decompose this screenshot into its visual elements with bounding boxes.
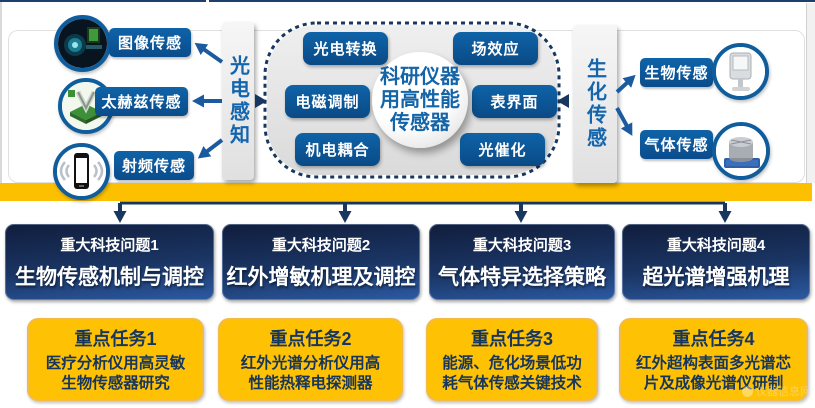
hub-biochemical-sensing-text: 生化传感 [583, 58, 606, 150]
problem-box-1: 重大科技问题1 生物传感机制与调控 [5, 224, 214, 300]
task-box-2: 重点任务2 红外光谱分析仪用高 性能热释电探测器 [218, 318, 403, 401]
task-1-line1: 医疗分析仪用高灵敏 [45, 355, 186, 372]
problem-box-3: 重大科技问题3 气体特异选择策略 [429, 224, 615, 300]
label-gas-sensing: 气体传感 [640, 130, 713, 159]
label-gas-sensing-text: 气体传感 [644, 137, 709, 154]
page-edge-left [0, 2, 2, 183]
task-4-title: 重点任务4 [672, 329, 755, 349]
center-title-ball: 科研仪器 用高性能 传感器 [372, 52, 468, 148]
hub-biochemical-sensing: 生化传感 [573, 25, 617, 183]
watermark-text: 仪器信息网 [756, 386, 811, 398]
center-title-line2: 用高性能 [380, 88, 460, 111]
problem-3-title: 重大科技问题3 [472, 236, 572, 254]
problem-2-text: 红外增敏机理及调控 [226, 265, 416, 289]
button-field-effect-text: 场效应 [471, 41, 520, 58]
task-3-title: 重点任务3 [470, 329, 553, 349]
task-box-3: 重点任务3 能源、危化场景低功 耗气体传感关键技术 [426, 318, 598, 401]
button-surface-interface: 表界面 [472, 85, 557, 118]
hub-optoelectronic-sensing: 光电感知 [222, 22, 254, 180]
problem-1-title: 重大科技问题1 [60, 236, 159, 254]
hub-optoelectronic-sensing-text: 光电感知 [226, 55, 249, 147]
button-photoelectric-conversion: 光电转换 [303, 32, 388, 65]
button-electromechanical-coupling: 机电耦合 [295, 133, 380, 166]
button-electromagnetic-modulation: 电磁调制 [285, 85, 370, 118]
task-3-line2: 耗气体传感关键技术 [442, 375, 582, 392]
task-box-4: 重点任务4 红外超构表面多光谱芯 片及成像光谱仪研制 [619, 318, 808, 401]
problem-1-text: 生物传感机制与调控 [15, 265, 204, 289]
gas-sensor-icon [712, 122, 770, 180]
task-1-title: 重点任务1 [74, 329, 157, 349]
task-4-line2: 片及成像光谱仪研制 [643, 375, 784, 392]
task-2-line1: 红外光谱分析仪用高 [240, 355, 381, 372]
problem-3-text: 气体特异选择策略 [438, 265, 606, 289]
watermark-icon [742, 385, 753, 397]
task-2-title: 重点任务2 [269, 329, 352, 349]
label-image-sensing: 图像传感 [109, 28, 191, 57]
problem-box-4: 重大科技问题4 超光谱增强机理 [622, 224, 810, 300]
button-electromechanical-coupling-text: 机电耦合 [305, 142, 370, 159]
page-edge-right-line [806, 3, 807, 183]
problem-2-title: 重大科技问题2 [271, 236, 371, 254]
watermark: 仪器信息网 [742, 383, 811, 399]
top-divider-line-right [209, 0, 815, 2]
yellow-divider-band [0, 183, 812, 201]
rf-sensor-icon [53, 143, 110, 200]
top-divider-line-left [0, 0, 206, 2]
center-title-line1: 科研仪器 [380, 65, 460, 88]
label-bio-sensing-text: 生物传感 [644, 65, 709, 82]
label-rf-sensing: 射频传感 [114, 151, 194, 180]
problem-4-title: 重大科技问题4 [666, 236, 766, 254]
button-photocatalysis-text: 光催化 [478, 142, 527, 159]
label-terahertz-sensing-text: 太赫兹传感 [101, 94, 182, 111]
label-terahertz-sensing: 太赫兹传感 [95, 87, 188, 116]
button-field-effect: 场效应 [453, 32, 538, 65]
problem-box-2: 重大科技问题2 红外增敏机理及调控 [222, 224, 420, 300]
task-3-line1: 能源、危化场景低功 [442, 355, 582, 372]
task-4-line1: 红外超构表面多光谱芯 [635, 355, 791, 372]
button-photoelectric-conversion-text: 光电转换 [313, 41, 378, 58]
task-1-line2: 生物传感器研究 [61, 375, 170, 392]
center-title-line3: 传感器 [390, 111, 450, 134]
image-sensor-icon [54, 15, 111, 72]
terahertz-sensor-icon [58, 78, 114, 134]
label-image-sensing-text: 图像传感 [117, 35, 182, 52]
task-2-line2: 性能热释电探测器 [248, 375, 373, 392]
button-electromagnetic-modulation-text: 电磁调制 [295, 94, 360, 111]
label-rf-sensing-text: 射频传感 [121, 158, 186, 175]
button-photocatalysis: 光催化 [460, 133, 545, 166]
bio-sensor-icon [712, 43, 769, 100]
problem-4-text: 超光谱增强机理 [642, 265, 790, 289]
page-edge-right [807, 3, 815, 183]
label-bio-sensing: 生物传感 [640, 58, 713, 87]
button-surface-interface-text: 表界面 [490, 94, 539, 111]
task-box-1: 重点任务1 医疗分析仪用高灵敏 生物传感器研究 [27, 318, 204, 401]
